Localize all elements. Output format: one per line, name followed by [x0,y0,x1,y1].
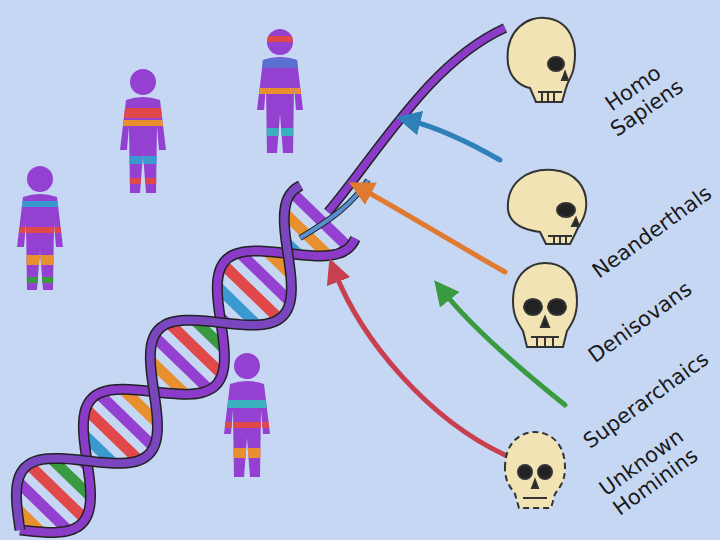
strand-extension [300,28,505,238]
arrow [408,120,500,160]
person-figure [118,68,168,194]
skulls [505,18,586,508]
skull [508,18,575,102]
person-figure [255,28,305,154]
person-figure [222,352,272,478]
hominin-label: Homo Sapiens [581,47,699,150]
arrow [334,270,505,455]
skull [508,170,586,244]
skull [513,263,577,347]
person-figure [15,165,65,291]
skull [505,432,565,508]
arrow [360,188,505,272]
hominin-label: Neanderthals [576,172,720,291]
